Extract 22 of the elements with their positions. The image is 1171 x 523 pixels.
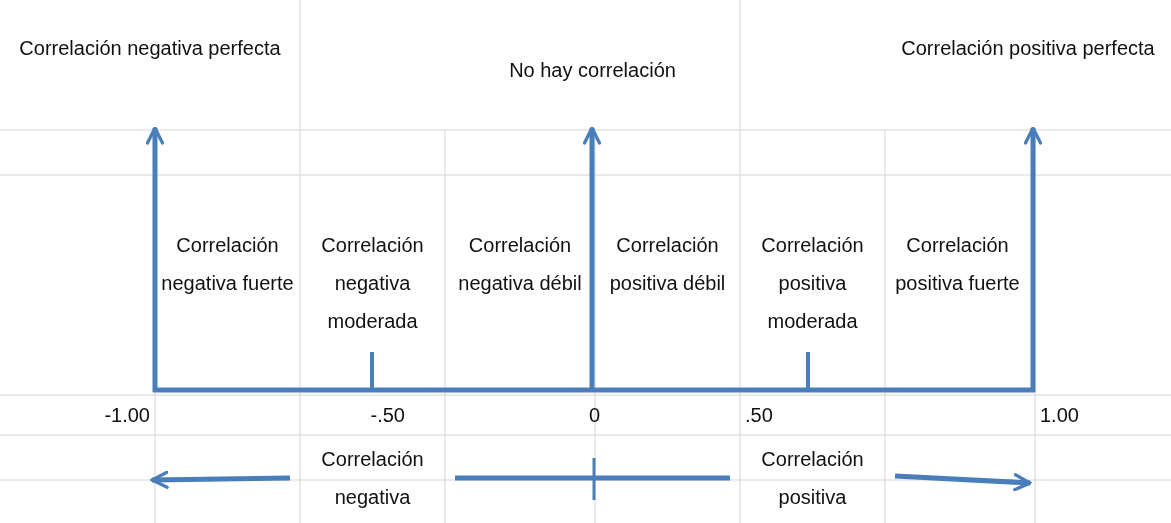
axis-value: .50 (745, 403, 774, 428)
region-label: Correlación negativa débil (457, 233, 583, 296)
node-label: Correlación positiva (760, 447, 865, 510)
axis-value: 1.00 (1040, 403, 1080, 428)
node-label: Correlación negativa perfecta (19, 36, 281, 61)
axis-value: -.50 (369, 403, 405, 428)
region-label: Correlación positiva fuerte (894, 233, 1021, 296)
arrow (1023, 126, 1043, 392)
arrow (145, 126, 165, 392)
axis-value: 0 (587, 403, 602, 428)
region-label: Correlación positiva débil (608, 233, 727, 296)
arrow (150, 470, 291, 489)
axis-value: -1.00 (103, 403, 150, 428)
arrow (582, 126, 602, 392)
node-label: Correlación negativa (320, 447, 425, 510)
node-label: Correlación positiva perfecta (901, 36, 1155, 61)
node-label: No hay correlación (509, 58, 676, 83)
arrow (894, 473, 1032, 492)
region-label: Correlación positiva moderada (760, 233, 865, 334)
region-label: Correlación negativa moderada (320, 233, 425, 334)
connector-line (455, 475, 730, 481)
region-label: Correlación negativa fuerte (160, 233, 295, 296)
